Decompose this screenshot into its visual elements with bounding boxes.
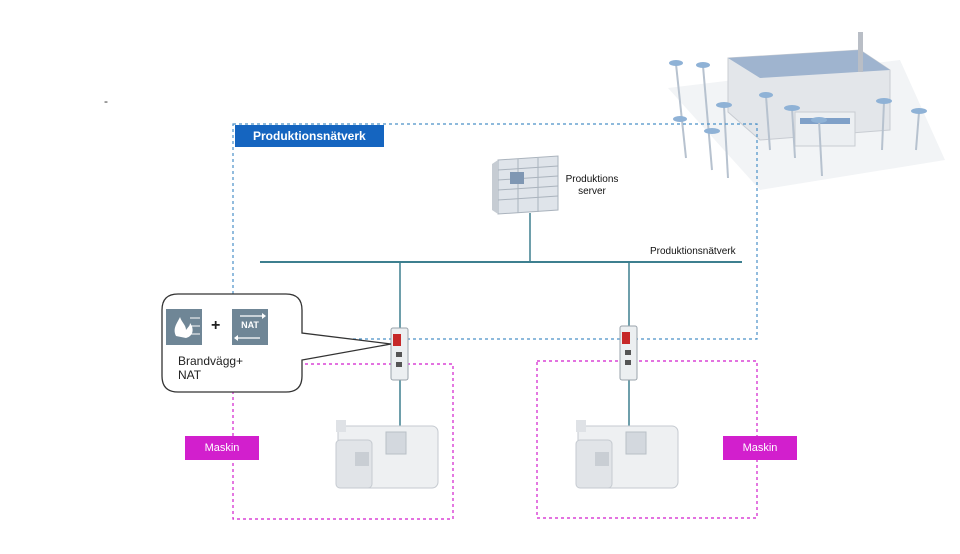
gateway-device-1 [390, 327, 409, 381]
nat-icon-label: NAT [241, 320, 259, 330]
machine-label-1: Maskin [185, 436, 259, 460]
machine-illustration-2 [575, 420, 679, 489]
production-network-frame [232, 123, 758, 340]
callout-text-line1: Brandvägg+ [178, 354, 244, 368]
server-icon [492, 155, 559, 215]
network-title-badge: Produktionsnätverk [235, 125, 384, 147]
callout-bubble [161, 293, 392, 393]
gateway-device-2 [619, 325, 638, 381]
machine-frame-2 [536, 360, 758, 519]
callout-text: Brandvägg+ NAT [178, 354, 243, 382]
server-label-line1: Produktions [565, 174, 619, 185]
server-label: Produktions server [556, 174, 628, 198]
stray-dash: - [104, 94, 108, 108]
bus-label: Produktionsnätverk [650, 246, 736, 257]
plus-sign: + [211, 317, 221, 334]
machine-label-2: Maskin [723, 436, 797, 460]
firewall-icon [166, 309, 202, 345]
server-label-line2: server [578, 186, 606, 197]
callout-text-line2: NAT [178, 368, 202, 382]
machine-illustration-1 [335, 420, 439, 489]
nat-icon [232, 309, 268, 345]
factory-illustration [668, 32, 945, 190]
